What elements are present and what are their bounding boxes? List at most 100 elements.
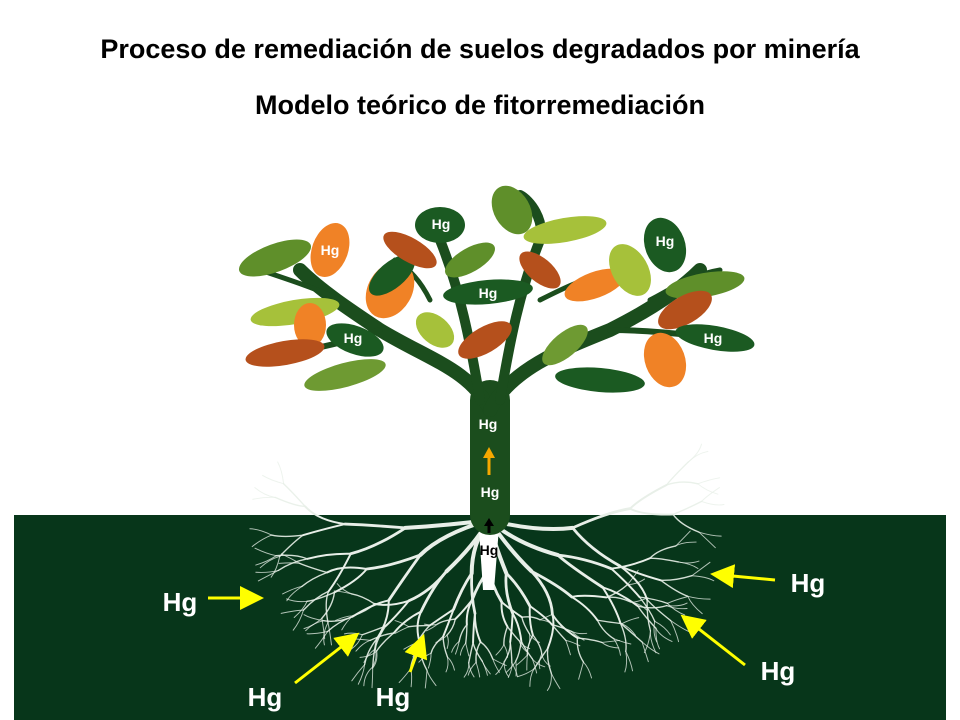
hg-label: Hg [432, 216, 451, 232]
root [503, 661, 509, 677]
root [546, 647, 552, 674]
root [655, 627, 661, 650]
root [304, 505, 346, 526]
root [613, 638, 621, 656]
root [655, 627, 673, 642]
root [257, 569, 279, 582]
hg-label: Hg [656, 233, 675, 249]
root [445, 656, 449, 673]
root [596, 619, 615, 640]
hg-label: Hg [163, 587, 198, 617]
soil-ground [14, 515, 946, 720]
root [504, 571, 532, 608]
root [619, 622, 627, 652]
leaf [658, 290, 712, 330]
root [495, 661, 505, 675]
root [571, 526, 622, 568]
root [578, 661, 584, 680]
hg-label: Hg [704, 330, 723, 346]
root [521, 616, 531, 635]
root [359, 650, 378, 658]
root [526, 654, 528, 671]
root [697, 477, 721, 485]
root [481, 660, 491, 675]
root [292, 609, 304, 631]
root [446, 656, 455, 671]
arrow-icon [294, 632, 360, 685]
root [627, 569, 639, 586]
root [299, 562, 328, 574]
root [361, 625, 387, 636]
root [698, 531, 716, 549]
root [351, 664, 366, 682]
root [372, 637, 378, 668]
root [505, 660, 517, 673]
root [375, 599, 390, 640]
root [565, 639, 571, 656]
hg-label: Hg [480, 542, 499, 558]
arrow-head-black-icon [484, 518, 494, 526]
root [571, 631, 588, 635]
root [687, 595, 711, 600]
uptake-arrows [208, 564, 776, 685]
root [666, 602, 688, 607]
root [465, 599, 474, 626]
leaf [326, 323, 384, 357]
root [672, 500, 703, 516]
root [374, 625, 387, 650]
hg-label: Hg [248, 682, 283, 712]
hg-label: Hg [791, 568, 826, 598]
root [286, 598, 308, 603]
root [509, 641, 513, 664]
root [475, 641, 482, 664]
root [619, 622, 643, 643]
root [533, 647, 549, 670]
root [373, 599, 410, 606]
root [392, 610, 422, 634]
root [653, 620, 658, 643]
root [665, 461, 689, 486]
root [701, 487, 720, 502]
hg-label: Hg [344, 330, 363, 346]
root [363, 637, 378, 666]
root [349, 526, 407, 556]
root [528, 605, 554, 626]
root [618, 564, 649, 601]
root [394, 620, 410, 628]
root [455, 640, 460, 655]
root [357, 664, 366, 685]
root [365, 553, 422, 571]
root [363, 666, 374, 687]
root [687, 443, 702, 463]
root [333, 590, 353, 595]
root [556, 553, 605, 589]
leaf [445, 242, 495, 278]
root [511, 612, 523, 642]
root [628, 507, 675, 516]
root [465, 624, 468, 644]
leaf [458, 321, 512, 359]
root [293, 600, 308, 618]
root [278, 562, 301, 564]
root [666, 602, 686, 616]
root [610, 557, 651, 570]
root [314, 631, 329, 649]
root [282, 483, 306, 508]
root [660, 579, 689, 597]
root [500, 600, 509, 628]
root [521, 616, 541, 621]
root [458, 624, 468, 643]
root [301, 523, 346, 537]
root [277, 461, 285, 485]
root [638, 596, 669, 605]
root [475, 661, 481, 678]
leaf [443, 279, 533, 305]
root [387, 553, 422, 602]
root [270, 534, 304, 538]
root [252, 496, 276, 500]
root [532, 634, 543, 655]
leaf [542, 324, 588, 366]
root [376, 632, 395, 652]
root [363, 648, 376, 663]
root [504, 571, 514, 615]
